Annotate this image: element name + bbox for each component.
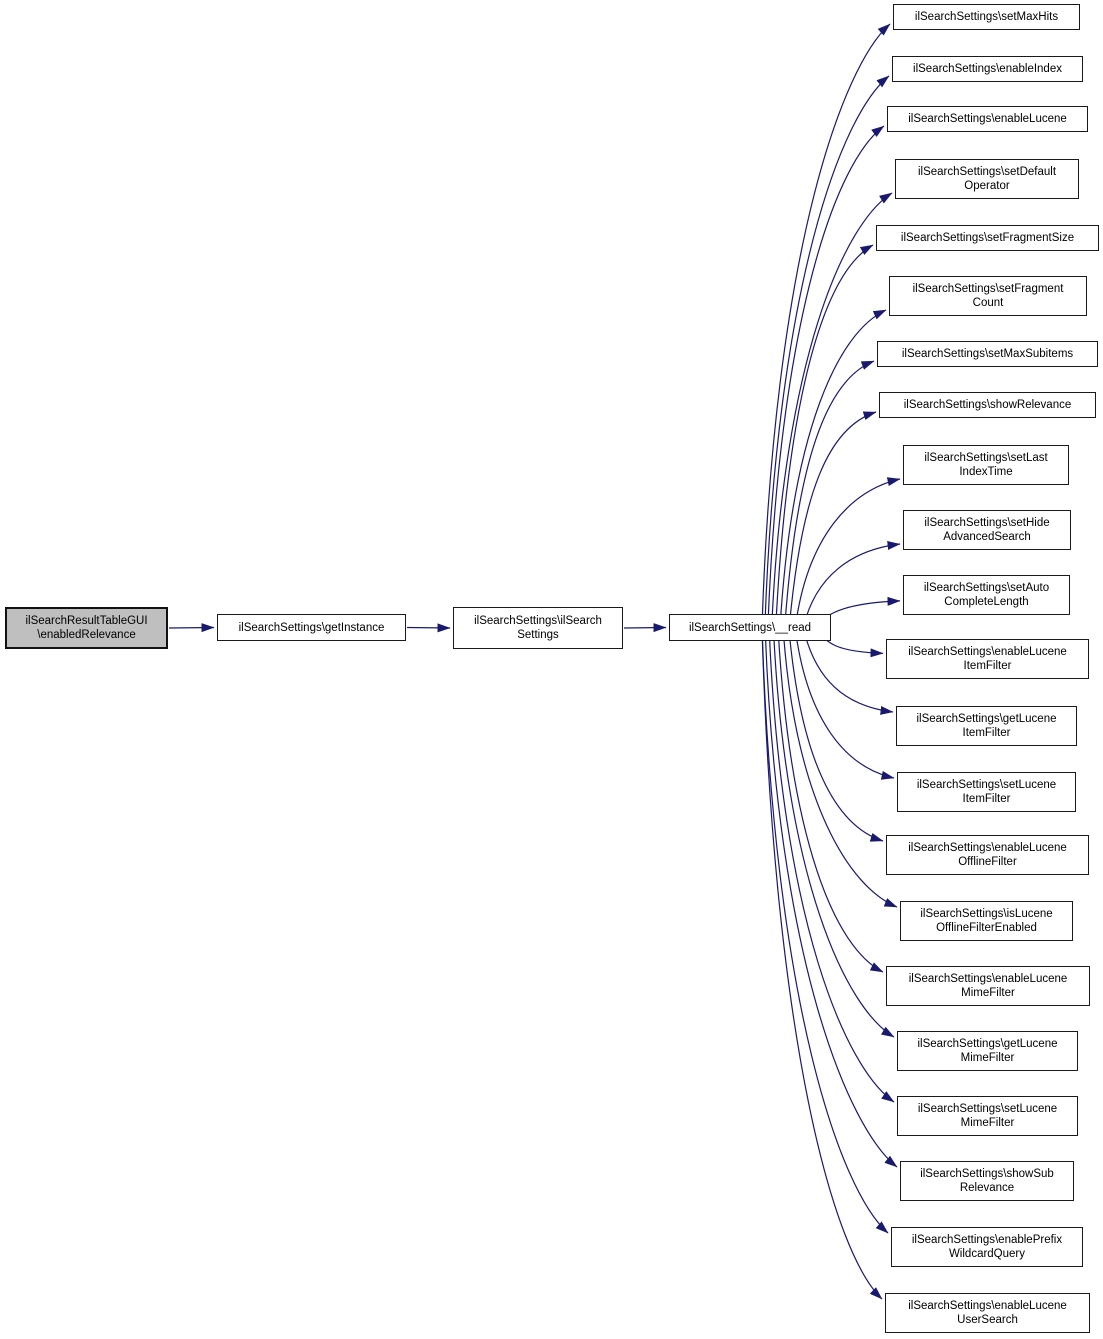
node-label: ilSearchSettings\enableIndex — [913, 63, 1062, 75]
node-label: ilSearchSettings\showSub Relevance — [920, 1168, 1054, 1194]
edge-read-getLuceneMimeFilter — [772, 627, 895, 1038]
graph-node-setAutoCompleteLength[interactable]: ilSearchSettings\setAuto CompleteLength — [903, 575, 1070, 615]
node-label: ilSearchSettings\getLucene MimeFilter — [917, 1038, 1058, 1064]
node-label: ilSearchSettings\enableLucene UserSearch — [908, 1300, 1067, 1326]
graph-node-setHideAdvancedSearch[interactable]: ilSearchSettings\setHide AdvancedSearch — [903, 510, 1071, 550]
graph-node-setFragmentCount[interactable]: ilSearchSettings\setFragment Count — [889, 276, 1087, 316]
edge-read-showRelevance — [788, 411, 877, 628]
node-label: ilSearchSettings\isLucene OfflineFilterE… — [920, 908, 1053, 934]
edge-read-setMaxSubitems — [784, 360, 875, 628]
node-label: ilSearchSettings\setFragmentSize — [900, 232, 1075, 244]
edge-read-enableLuceneOfflineFilter — [788, 627, 884, 842]
node-label: ilSearchSettings\setHide AdvancedSearch — [924, 517, 1050, 543]
edge-read-enableLuceneUserSearch — [761, 627, 883, 1300]
node-label: ilSearchSettings\enableLucene MimeFilter — [908, 973, 1068, 999]
graph-node-setLuceneItemFilter[interactable]: ilSearchSettings\setLucene ItemFilter — [897, 772, 1076, 812]
node-label: ilSearchSettings\setDefault Operator — [917, 166, 1057, 192]
node-label: ilSearchSettings\enableLucene ItemFilter — [908, 646, 1067, 672]
graph-node-enableLuceneItemFilter[interactable]: ilSearchSettings\enableLucene ItemFilter — [886, 639, 1089, 679]
graph-node-enableLuceneMimeFilter[interactable]: ilSearchSettings\enableLucene MimeFilter — [886, 966, 1090, 1006]
graph-node-getLuceneMimeFilter[interactable]: ilSearchSettings\getLucene MimeFilter — [897, 1031, 1078, 1071]
edge-read-setDefaultOperator — [771, 192, 893, 628]
node-label: ilSearchSettings\setMaxHits — [914, 11, 1059, 23]
node-label: ilSearchSettings\setLucene MimeFilter — [917, 1103, 1058, 1129]
node-label: ilSearchSettings\ilSearch Settings — [474, 615, 602, 641]
graph-node-setDefaultOperator[interactable]: ilSearchSettings\setDefault Operator — [895, 159, 1079, 199]
graph-node-setFragmentSize[interactable]: ilSearchSettings\setFragmentSize — [876, 225, 1099, 251]
node-label: ilSearchSettings\setLast IndexTime — [924, 452, 1048, 478]
node-label: ilSearchSettings\enablePrefix WildcardQu… — [911, 1234, 1063, 1260]
graph-node-read[interactable]: ilSearchSettings\__read — [669, 614, 831, 641]
node-label: ilSearchSettings\getLucene ItemFilter — [916, 713, 1057, 739]
edge-read-setLuceneItemFilter — [794, 627, 895, 780]
edge-read-enableLucene — [767, 125, 885, 628]
node-label: ilSearchSettings\getInstance — [238, 621, 385, 634]
edge-enabledRelevance-getInstance — [168, 623, 215, 633]
graph-node-setLastIndexTime[interactable]: ilSearchSettings\setLast IndexTime — [903, 445, 1069, 485]
graph-node-enableLucene[interactable]: ilSearchSettings\enableLucene — [887, 106, 1088, 132]
edge-read-setFragmentSize — [775, 244, 874, 628]
graph-node-enabledRelevance[interactable]: ilSearchResultTableGUI \enabledRelevance — [5, 607, 168, 649]
edge-read-showSubRelevance — [764, 627, 898, 1168]
graph-node-setMaxSubitems[interactable]: ilSearchSettings\setMaxSubitems — [877, 341, 1098, 367]
graph-node-showSubRelevance[interactable]: ilSearchSettings\showSub Relevance — [900, 1161, 1074, 1201]
edge-getInstance-ilSearchSettings — [406, 623, 451, 633]
edge-read-enablePrefixWildcardQuery — [761, 627, 889, 1234]
graph-node-showRelevance[interactable]: ilSearchSettings\showRelevance — [879, 392, 1096, 418]
edge-read-getLuceneItemFilter — [802, 627, 894, 715]
edge-ilSearchSettings-read — [623, 623, 667, 633]
graph-node-enableLuceneUserSearch[interactable]: ilSearchSettings\enableLucene UserSearch — [885, 1293, 1090, 1333]
edge-read-setMaxHits — [761, 23, 891, 628]
node-label: ilSearchResultTableGUI \enabledRelevance — [25, 615, 148, 641]
graph-node-getLuceneItemFilter[interactable]: ilSearchSettings\getLucene ItemFilter — [896, 706, 1077, 746]
node-label: ilSearchSettings\__read — [688, 621, 812, 634]
edge-read-setHideAdvancedSearch — [802, 541, 901, 628]
edge-read-setLastIndexTime — [794, 477, 901, 628]
graph-node-enableIndex[interactable]: ilSearchSettings\enableIndex — [892, 56, 1083, 82]
edge-read-setLuceneMimeFilter — [768, 627, 895, 1103]
edge-read-isLuceneOfflineFilterEnabled — [782, 627, 898, 908]
node-label: ilSearchSettings\setMaxSubitems — [901, 348, 1074, 360]
graph-node-enableLuceneOfflineFilter[interactable]: ilSearchSettings\enableLucene OfflineFil… — [886, 835, 1089, 875]
graph-node-isLuceneOfflineFilterEnabled[interactable]: ilSearchSettings\isLucene OfflineFilterE… — [900, 901, 1073, 941]
node-label: ilSearchSettings\setFragment Count — [912, 283, 1064, 309]
graph-node-ilSearchSettings[interactable]: ilSearchSettings\ilSearch Settings — [453, 607, 623, 649]
graph-node-setMaxHits[interactable]: ilSearchSettings\setMaxHits — [893, 4, 1080, 30]
graph-node-setLuceneMimeFilter[interactable]: ilSearchSettings\setLucene MimeFilter — [897, 1096, 1078, 1136]
graph-node-enablePrefixWildcardQuery[interactable]: ilSearchSettings\enablePrefix WildcardQu… — [891, 1227, 1083, 1267]
node-label: ilSearchSettings\setLucene ItemFilter — [916, 779, 1057, 805]
node-label: ilSearchSettings\enableLucene — [908, 113, 1067, 125]
edge-read-setFragmentCount — [779, 309, 887, 628]
node-label: ilSearchSettings\enableLucene OfflineFil… — [908, 842, 1067, 868]
edge-read-enableLuceneMimeFilter — [777, 627, 884, 973]
edge-read-enableIndex — [764, 75, 890, 628]
node-label: ilSearchSettings\setAuto CompleteLength — [923, 582, 1050, 608]
node-label: ilSearchSettings\showRelevance — [903, 399, 1072, 411]
graph-node-getInstance[interactable]: ilSearchSettings\getInstance — [217, 614, 406, 641]
